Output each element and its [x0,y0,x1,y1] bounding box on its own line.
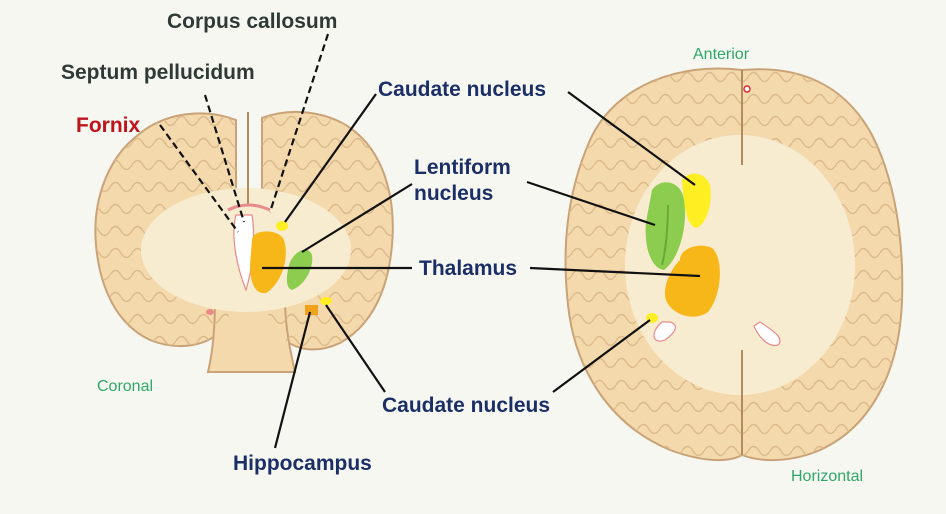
leader-lines [159,33,701,449]
anterior-marker [743,85,751,93]
horizontal-ventricle-right [753,321,781,347]
coronal-lentiform [286,249,313,290]
lentiform-coronal-leader [301,183,413,253]
corpus-callosum-leader [268,33,330,213]
label-thalamus: Thalamus [419,257,518,280]
label-septum-pellucidum: Septum pellucidum [61,61,255,84]
coronal-hippocampus [305,305,318,315]
horizontal-ventricle-left [653,321,677,342]
label-caudate-nucleus-top: Caudate nucleus [378,78,547,101]
horizontal-lentiform [645,182,686,270]
caudate-tail-horizontal-leader [552,319,651,393]
coronal-caudate-tail [320,297,332,305]
coronal-section [94,111,394,373]
hippocampus-leader [273,311,312,449]
label-fornix: Fornix [76,114,141,137]
caudate-horizontal-leader [567,91,696,186]
lentiform-horizontal-leader [526,180,656,227]
view-label-anterior: Anterior [693,46,750,63]
view-label-coronal: Coronal [97,378,154,395]
label-corpus-callosum: Corpus callosum [167,10,338,33]
label-lentiform-nucleus: Lentiform nucleus [414,155,511,208]
thalamus-horizontal-leader [529,266,701,278]
horizontal-caudate [682,173,711,228]
coronal-ventricle [233,214,255,292]
label-caudate-nucleus-bottom: Caudate nucleus [382,394,551,417]
coronal-caudate [276,221,288,231]
label-lentiform-line2: nucleus [414,182,494,206]
label-lentiform-line1: Lentiform [414,156,511,179]
horizontal-thalamus [664,245,720,317]
coronal-thalamus [250,231,286,294]
fornix-leader [159,124,239,233]
caudate-coronal-leader [284,93,377,223]
septum-pellucidum-leader [203,94,246,223]
caudate-tail-coronal-leader [325,304,386,393]
horizontal-section [564,67,904,462]
view-label-horizontal: Horizontal [791,468,864,485]
label-hippocampus: Hippocampus [233,452,372,475]
